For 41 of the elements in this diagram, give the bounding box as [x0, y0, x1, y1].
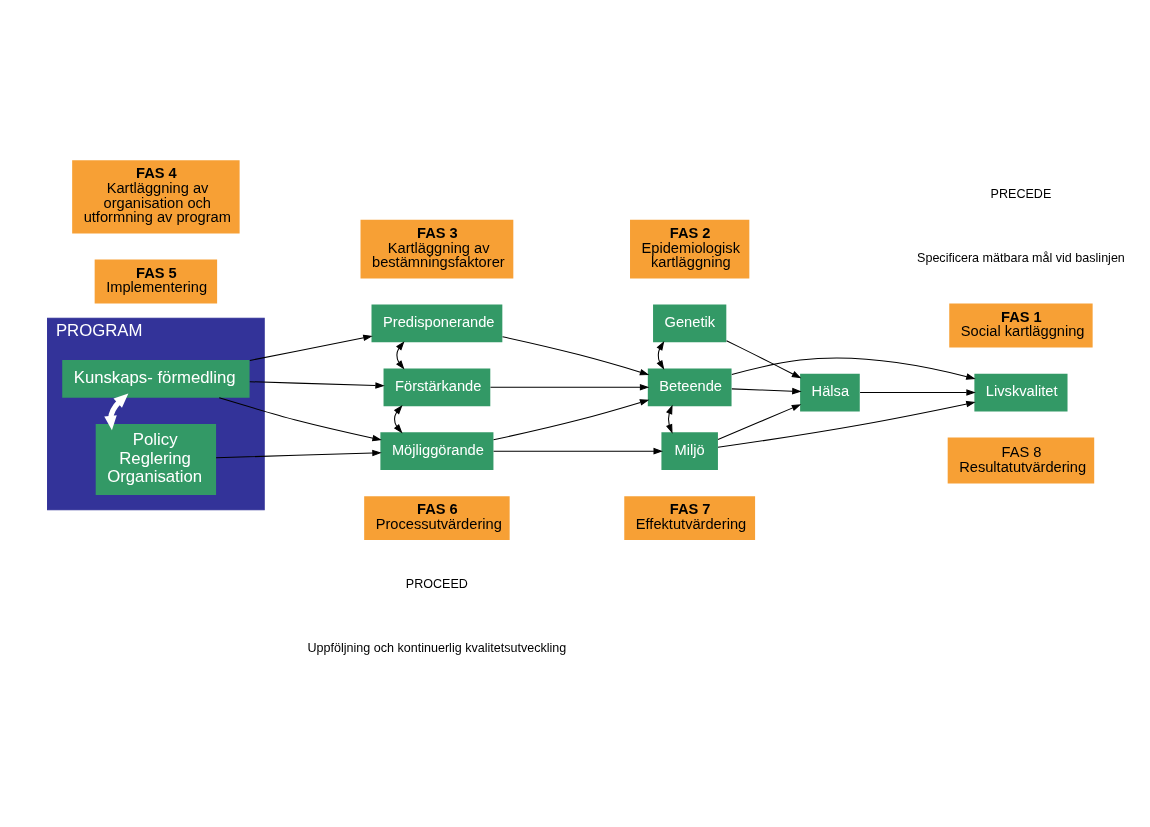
node-box: Kunskaps- förmedling — [62, 359, 250, 398]
arrow — [489, 383, 650, 391]
node-box: FAS 4 Kartläggning av organisation och utformning av program — [72, 159, 240, 233]
node-box: Hälsa — [800, 373, 860, 411]
arrow — [393, 404, 403, 433]
node-box: Genetik — [653, 304, 727, 342]
arrow — [726, 339, 802, 378]
arrow — [493, 447, 663, 454]
node-box: FAS 5 Implementering — [94, 259, 218, 304]
node-box: Beteende — [647, 367, 732, 406]
arrow — [731, 387, 802, 394]
arrow — [717, 403, 802, 440]
arrow — [656, 340, 665, 370]
arrow — [215, 449, 382, 458]
arrow — [493, 398, 650, 440]
arrow — [396, 340, 405, 370]
node-box: Möjliggörande — [380, 431, 494, 470]
label: PRECEDE — [990, 186, 1052, 201]
node-box: Livskvalitet — [974, 373, 1068, 411]
label: PROCEED — [405, 576, 468, 591]
node-box: Miljö — [661, 431, 718, 470]
node-box: Policy Reglering Organisation — [95, 423, 217, 495]
label: Specificera mätbara mål vid baslinjen — [917, 250, 1125, 265]
node-box: FAS 8 Resultatutvärdering — [947, 437, 1095, 484]
node-box: Förstärkande — [383, 367, 491, 406]
arrow — [731, 357, 976, 380]
node-box: FAS 3 Kartläggning av bestämningsfaktorer — [360, 219, 514, 278]
node-box: FAS 7 Effektutvärdering — [624, 495, 756, 540]
arrow — [859, 388, 976, 396]
node-box: Predisponerande — [371, 304, 503, 342]
node-box: FAS 6 Processutvärdering — [364, 495, 510, 540]
arrow — [218, 396, 382, 441]
arrow — [249, 334, 373, 361]
node-box: FAS 2 Epidemiologisk kartläggning — [630, 219, 750, 278]
label: Uppföljning och kontinuerlig kvalitetsutveckling — [307, 640, 567, 655]
arrow — [249, 380, 385, 389]
arrow — [104, 392, 129, 430]
node-box: FAS 1 Social kartläggning — [949, 303, 1093, 348]
arrow — [717, 400, 976, 448]
arrow — [502, 335, 650, 375]
arrow — [666, 404, 673, 434]
